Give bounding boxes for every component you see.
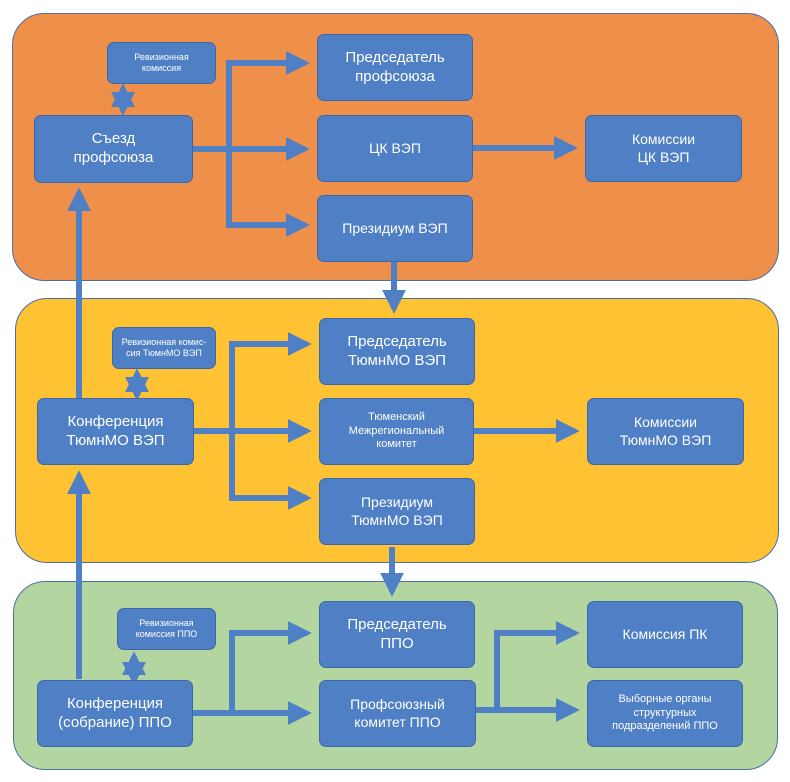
node-interregional-committee: Тюменский Межрегиональный комитет [319, 398, 474, 465]
node-commissions-cc: Комиссии ЦК ВЭП [585, 115, 742, 182]
node-elected-bodies: Выборные органы структурных подразделени… [587, 680, 743, 747]
node-regional-commissions: Комиссии ТюмнМО ВЭП [587, 398, 744, 465]
node-presidium-federal: Президиум ВЭП [317, 195, 473, 262]
node-ppo-conference: Конференция (собрание) ППО [37, 680, 193, 747]
arrow-congress-to-presidium [226, 149, 310, 237]
node-congress: Съезд профсоюза [34, 115, 193, 183]
node-revision-commission-ppo: Ревизионная комиссия ППО [117, 608, 216, 650]
node-union-chairman: Председатель профсоюза [317, 34, 473, 101]
node-regional-chairman: Председатель ТюмнМО ВЭП [319, 318, 475, 385]
node-ppo-committee: Профсоюзный комитет ППО [319, 680, 476, 747]
node-commission-pk: Комиссия ПК [587, 601, 743, 668]
node-regional-presidium: Президиум ТюмнМО ВЭП [319, 478, 475, 545]
node-regional-conference: Конференция ТюмнМО ВЭП [37, 398, 194, 465]
node-ppo-chairman: Председатель ППО [319, 601, 475, 668]
arrow-conference-to-presidium [229, 431, 312, 510]
node-central-committee: ЦК ВЭП [317, 115, 473, 182]
node-revision-commission-federal: Ревизионная комиссия [107, 42, 216, 84]
arrow-committee-to-commission-pk [494, 621, 580, 710]
node-revision-commission-regional: Ревизионная комис- сия ТюмнМО ВЭП [112, 327, 216, 369]
